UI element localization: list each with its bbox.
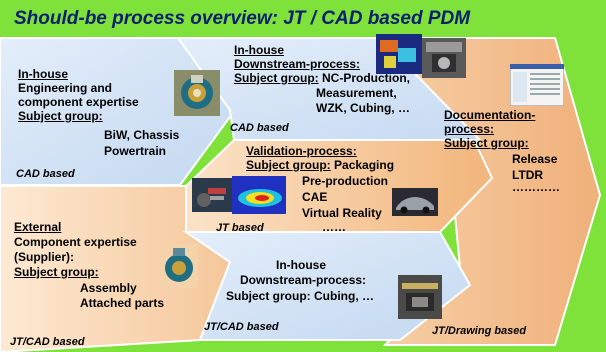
validation-item: Pre-production — [302, 174, 388, 188]
validation-footer: JT based — [216, 222, 264, 234]
external-line2: (Supplier): — [14, 250, 74, 264]
engine-component-image — [160, 244, 198, 288]
external-item: Assembly — [80, 281, 137, 295]
downstream-top-line1: Downstream-process: — [234, 57, 361, 71]
suspension-model-image — [192, 178, 232, 212]
external-subject-label: Subject group: — [14, 265, 99, 279]
engineering-footer: CAD based — [16, 168, 75, 180]
downstream-bottom-heading: In-house — [276, 258, 326, 272]
engine-assembly-image — [174, 70, 220, 116]
downstream-bottom-footer: JT/CAD based — [204, 321, 279, 333]
validation-heading: Validation-process: — [246, 144, 357, 158]
downstream-bottom-line1: Downstream-process: — [240, 273, 367, 287]
downstream-top-item: NC-Production, — [322, 71, 411, 85]
engineering-line2: component expertise — [18, 95, 139, 109]
page-title: Should-be process overview: JT / CAD bas… — [14, 8, 471, 29]
engineering-item: BiW, Chassis — [104, 128, 180, 142]
engineering-line1: Engineering and — [18, 81, 113, 95]
documentation-line1: process: — [444, 122, 495, 136]
engineering-subject-label: Subject group: — [18, 109, 103, 123]
validation-item: …… — [322, 220, 346, 234]
validation-subject-row: Subject group: Packaging — [246, 158, 394, 172]
validation-item: CAE — [302, 190, 328, 204]
engineering-heading: In-house — [18, 67, 68, 81]
external-item: Attached parts — [80, 296, 165, 310]
documentation-item: LTDR — [512, 168, 544, 182]
documentation-footer: JT/Drawing based — [432, 325, 527, 337]
software-window-image — [510, 64, 564, 106]
documentation-heading: Documentation- — [444, 108, 536, 122]
engineering-item: Powertrain — [104, 144, 167, 158]
downstream-top-heading: In-house — [234, 43, 284, 57]
machine-tool-image — [422, 38, 466, 78]
documentation-subject-label: Subject group: — [444, 136, 529, 150]
external-footer: JT/CAD based — [10, 336, 85, 348]
downstream-top-item: WZK, Cubing, … — [316, 101, 410, 115]
documentation-item: Release — [512, 152, 558, 166]
downstream-top-subject-row: Subject group: NC-Production, — [234, 71, 410, 85]
external-heading: External — [14, 220, 62, 234]
downstream-bottom-line2: Subject group: Cubing, … — [226, 289, 374, 303]
downstream-top-footer: CAD based — [230, 122, 289, 134]
validation-item: Packaging — [334, 158, 395, 172]
cubing-fixture-image — [398, 275, 442, 319]
downstream-top-item: Measurement, — [316, 86, 397, 100]
downstream-top-subject-label: Subject group: — [234, 71, 319, 85]
cae-simulation-image — [232, 176, 286, 214]
vr-car-image — [392, 188, 438, 216]
validation-item: Virtual Reality — [302, 206, 382, 220]
documentation-item: ………… — [512, 180, 560, 194]
external-line1: Component expertise — [14, 235, 137, 249]
validation-subject-label: Subject group: — [246, 158, 331, 172]
cad-screen-image — [376, 34, 422, 74]
